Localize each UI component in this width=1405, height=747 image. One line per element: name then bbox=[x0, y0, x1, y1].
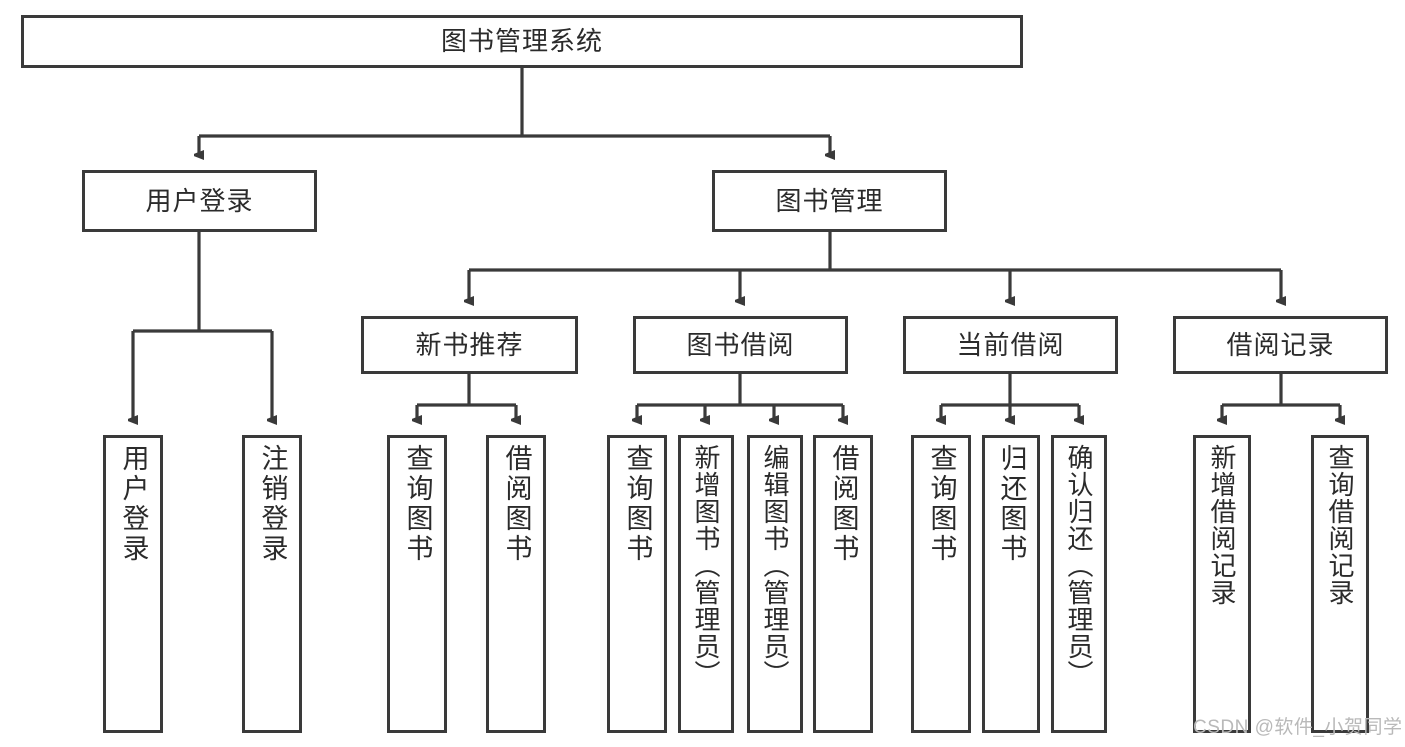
node-label: 当前借阅 bbox=[956, 329, 1065, 360]
node-label: 图书管理系统 bbox=[440, 26, 603, 57]
node-label: 借阅图书 bbox=[828, 444, 859, 564]
leaf-borrow-book-new[interactable]: 借阅图书 bbox=[486, 435, 546, 733]
leaf-add-borrow-record[interactable]: 新增借阅记录 bbox=[1193, 435, 1251, 733]
node-label: 用户登录 bbox=[145, 185, 254, 216]
node-new-book-recommend[interactable]: 新书推荐 bbox=[361, 316, 578, 374]
node-label: 图书管理 bbox=[775, 185, 884, 216]
node-root-system[interactable]: 图书管理系统 bbox=[21, 15, 1023, 68]
node-label: 查询借阅记录 bbox=[1325, 444, 1355, 606]
node-label: 查询图书 bbox=[926, 444, 957, 564]
node-current-borrow[interactable]: 当前借阅 bbox=[903, 316, 1118, 374]
leaf-return-book[interactable]: 归还图书 bbox=[982, 435, 1040, 733]
leaf-query-book-current[interactable]: 查询图书 bbox=[911, 435, 971, 733]
node-label: 注销登录 bbox=[257, 444, 288, 564]
leaf-add-book-admin[interactable]: 新增图书（管理员） bbox=[678, 435, 734, 733]
node-label: 查询图书 bbox=[402, 444, 433, 564]
node-label: 新增图书（管理员） bbox=[691, 444, 721, 687]
node-label: 图书借阅 bbox=[686, 329, 795, 360]
node-label: 查询图书 bbox=[622, 444, 653, 564]
leaf-edit-book-admin[interactable]: 编辑图书（管理员） bbox=[747, 435, 803, 733]
node-book-management[interactable]: 图书管理 bbox=[712, 170, 947, 232]
leaf-confirm-return-admin[interactable]: 确认归还（管理员） bbox=[1051, 435, 1107, 733]
leaf-query-book-new[interactable]: 查询图书 bbox=[387, 435, 447, 733]
node-label: 编辑图书（管理员） bbox=[760, 444, 790, 687]
node-label: 借阅图书 bbox=[501, 444, 532, 564]
node-label: 确认归还（管理员） bbox=[1064, 444, 1094, 687]
node-user-login[interactable]: 用户登录 bbox=[82, 170, 317, 232]
leaf-user-login[interactable]: 用户登录 bbox=[103, 435, 163, 733]
leaf-borrow-book[interactable]: 借阅图书 bbox=[813, 435, 873, 733]
csdn-watermark: CSDN @软件_小贺同学 bbox=[1193, 717, 1403, 738]
node-label: 用户登录 bbox=[118, 444, 149, 564]
node-label: 新增借阅记录 bbox=[1207, 444, 1237, 606]
leaf-query-book-borrow[interactable]: 查询图书 bbox=[607, 435, 667, 733]
node-label: 新书推荐 bbox=[415, 329, 524, 360]
node-label: 归还图书 bbox=[996, 444, 1027, 564]
node-borrow-records[interactable]: 借阅记录 bbox=[1173, 316, 1388, 374]
node-book-borrow[interactable]: 图书借阅 bbox=[633, 316, 848, 374]
leaf-logout-login[interactable]: 注销登录 bbox=[242, 435, 302, 733]
leaf-query-borrow-record[interactable]: 查询借阅记录 bbox=[1311, 435, 1369, 733]
node-label: 借阅记录 bbox=[1226, 329, 1335, 360]
